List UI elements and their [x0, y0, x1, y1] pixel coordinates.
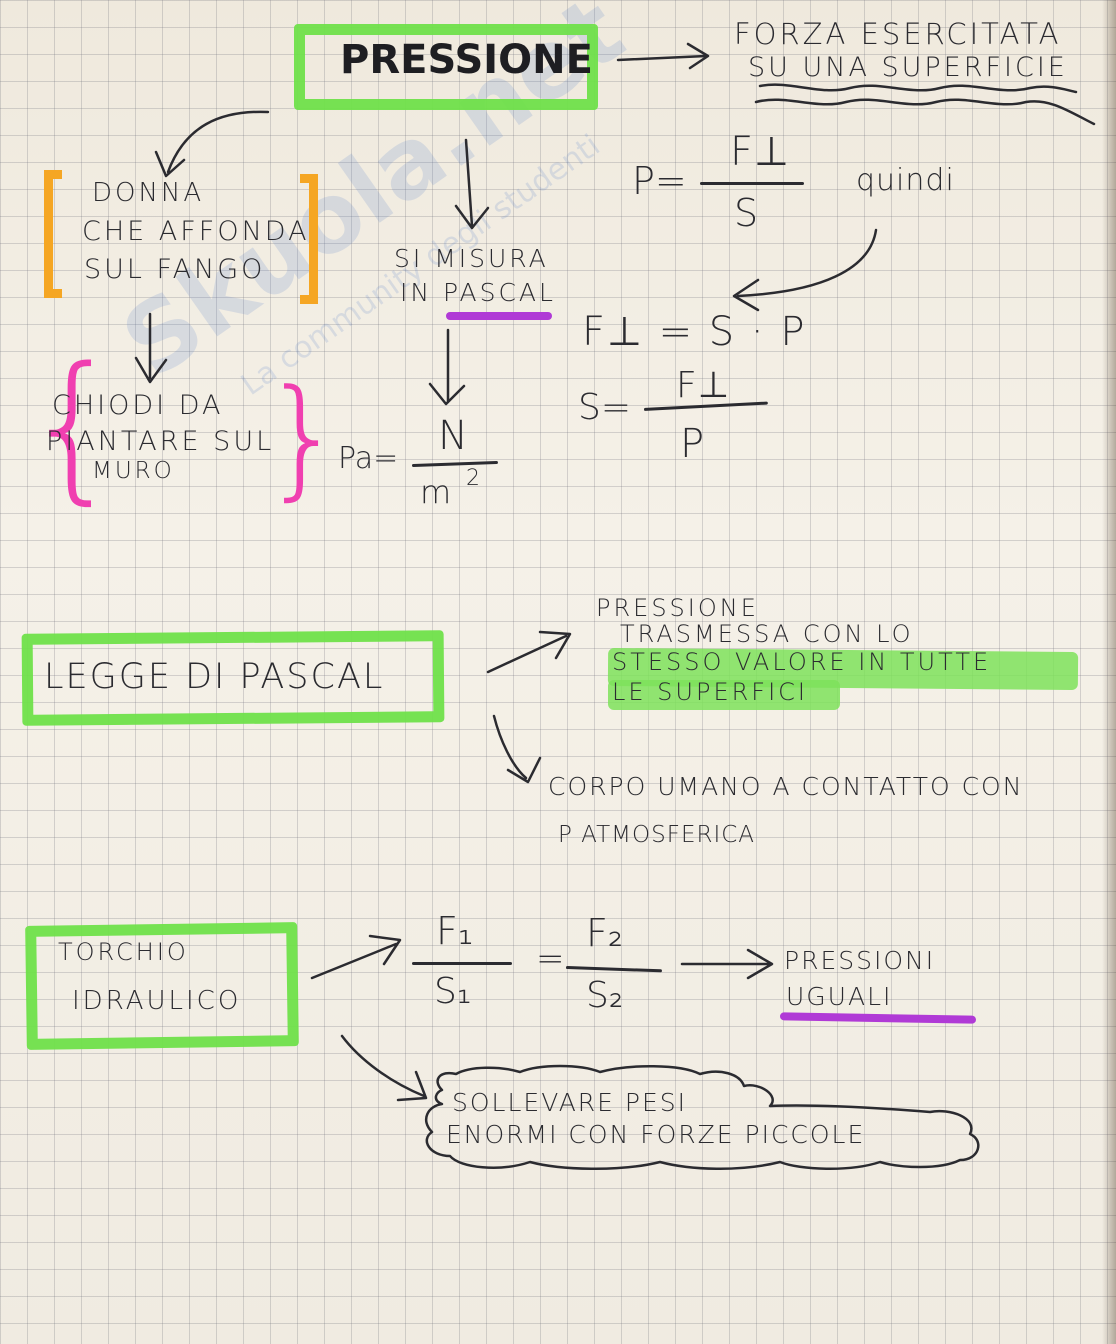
- statement-line-4: LE SUPERFICI: [612, 678, 808, 706]
- arrow-legge-to-statement: [486, 630, 572, 674]
- arrow-quindi-to-force: [732, 228, 878, 312]
- arrow-unit-to-formula: [428, 328, 466, 406]
- example1-line-1: DONNA: [92, 178, 205, 208]
- torchio-fraction-bar-1: [412, 962, 512, 965]
- application-cloud: [424, 1064, 980, 1171]
- arrow-torchio-to-formula: [310, 934, 402, 980]
- statement-line-2: TRASMESSA CON LO: [620, 620, 914, 648]
- pressione-definition-line-1: FORZA ESERCITATA: [734, 17, 1062, 51]
- pascal-underline: [446, 312, 552, 320]
- notebook-page-edge: [1102, 0, 1116, 1344]
- example-line-2: P ATMOSFERICA: [558, 822, 756, 848]
- formula-surface-denominator: P: [680, 421, 708, 467]
- example2-brace-left: {: [22, 332, 124, 519]
- torchio-application-line-2: ENORMI CON FORZE PICCOLE: [446, 1120, 866, 1149]
- formula-main-denominator: S: [734, 191, 762, 235]
- torchio-f1: F₁: [436, 909, 474, 953]
- formula-main-lhs: P=: [632, 159, 687, 203]
- arrow-example1-to-example2: [134, 312, 168, 384]
- example2-brace-right: }: [262, 361, 345, 513]
- arrow-title-to-unit: [454, 138, 490, 230]
- connector-quindi: quindi: [856, 163, 955, 198]
- torchio-result-line-1: PRESSIONI: [784, 946, 936, 975]
- statement-highlight-2: [608, 680, 840, 710]
- unit-formula-lhs: Pa=: [338, 441, 399, 476]
- arrow-formula-to-result: [680, 948, 774, 980]
- formula-surface-lhs: S=: [578, 387, 632, 428]
- example2-line-1: CHIODI DA: [52, 390, 224, 421]
- statement-line-3: STESSO VALORE IN TUTTE: [612, 648, 992, 676]
- formula-force: F⊥ = S · P: [582, 309, 807, 355]
- pressione-title-box: [294, 24, 598, 110]
- torchio-f2: F₂: [586, 911, 624, 955]
- unit-formula-numerator: N: [438, 413, 471, 459]
- arrow-torchio-to-application: [340, 1034, 428, 1102]
- arrow-legge-to-example: [492, 714, 542, 784]
- legge-pascal-title: LEGGE DI PASCAL: [44, 657, 385, 697]
- formula-main-numerator: F⊥: [730, 129, 790, 175]
- formula-main-fraction-bar: [700, 182, 804, 185]
- example1-line-3: SUL FANGO: [84, 254, 266, 285]
- torchio-equals: =: [536, 939, 568, 979]
- example2-line-2: PIANTARE SUL: [46, 426, 275, 457]
- formula-surface-numerator: F⊥: [676, 365, 731, 406]
- example1-bracket-left: [44, 170, 62, 298]
- pressione-title: PRESSIONE: [340, 37, 593, 83]
- torchio-application-line-1: SOLLEVARE PESI: [452, 1088, 688, 1117]
- example1-bracket-right: [300, 174, 318, 304]
- torchio-title-line-1: TORCHIO: [58, 938, 189, 966]
- torchio-result-line-2: UGUALI: [786, 982, 893, 1011]
- torchio-s2: S₂: [586, 975, 624, 1016]
- torchio-s1: S₁: [434, 971, 472, 1012]
- unit-formula-denominator: m: [420, 473, 455, 511]
- unit-label-line-2: IN PASCAL: [400, 278, 556, 307]
- statement-line-1: PRESSIONE: [596, 594, 759, 622]
- definition-wavy-underline: [758, 83, 1078, 94]
- arrow-title-to-example1: [154, 110, 270, 178]
- example1-line-2: CHE AFFONDA: [82, 216, 310, 247]
- torchio-title-line-2: IDRAULICO: [72, 986, 242, 1016]
- unit-formula-exponent: 2: [466, 466, 483, 491]
- arrow-title-to-definition: [616, 42, 710, 70]
- unit-label-line-1: SI MISURA: [394, 244, 549, 273]
- example2-line-3: MURO: [92, 458, 175, 484]
- example-line-1: CORPO UMANO A CONTATTO CON: [548, 772, 1024, 801]
- pressione-definition-line-2: SU UNA SUPERFICIE: [748, 52, 1068, 83]
